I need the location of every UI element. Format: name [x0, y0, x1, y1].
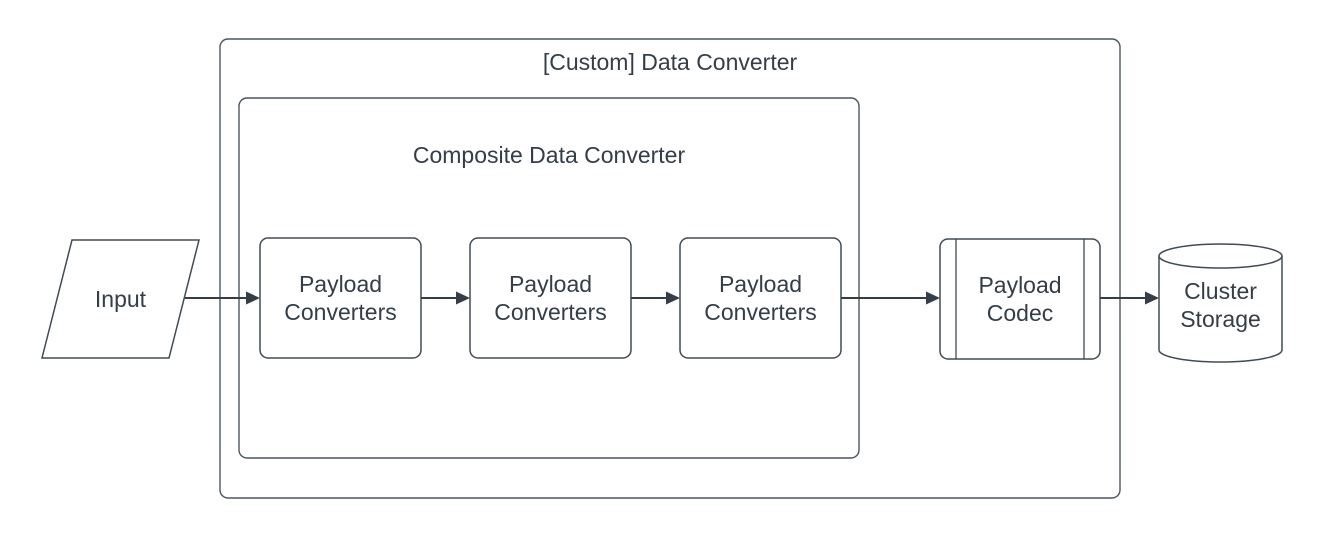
payload-converter-1-label: Payload Converters	[284, 271, 397, 325]
payload-converter-2-label: Payload Converters	[494, 271, 607, 325]
arrow-converter3-to-codec	[841, 291, 940, 305]
outer-container-shape	[219, 38, 1121, 499]
input-shape	[41, 239, 200, 359]
outer-container-title: [Custom] Data Converter	[542, 49, 798, 75]
arrow-input-to-converter1	[185, 291, 260, 305]
cluster-storage-shape	[1158, 243, 1283, 363]
inner-container-shape	[238, 97, 860, 459]
arrow-converter2-to-converter3	[631, 291, 680, 305]
arrow-converter1-to-converter2	[421, 291, 470, 305]
input-label: Input	[94, 286, 147, 312]
payload-codec-label: Payload Codec	[978, 272, 1062, 326]
inner-container-title: Composite Data Converter	[412, 142, 686, 168]
cluster-storage-label: Cluster Storage	[1180, 278, 1261, 332]
arrow-codec-to-storage	[1100, 291, 1159, 305]
payload-converter-3-label: Payload Converters	[704, 271, 817, 325]
